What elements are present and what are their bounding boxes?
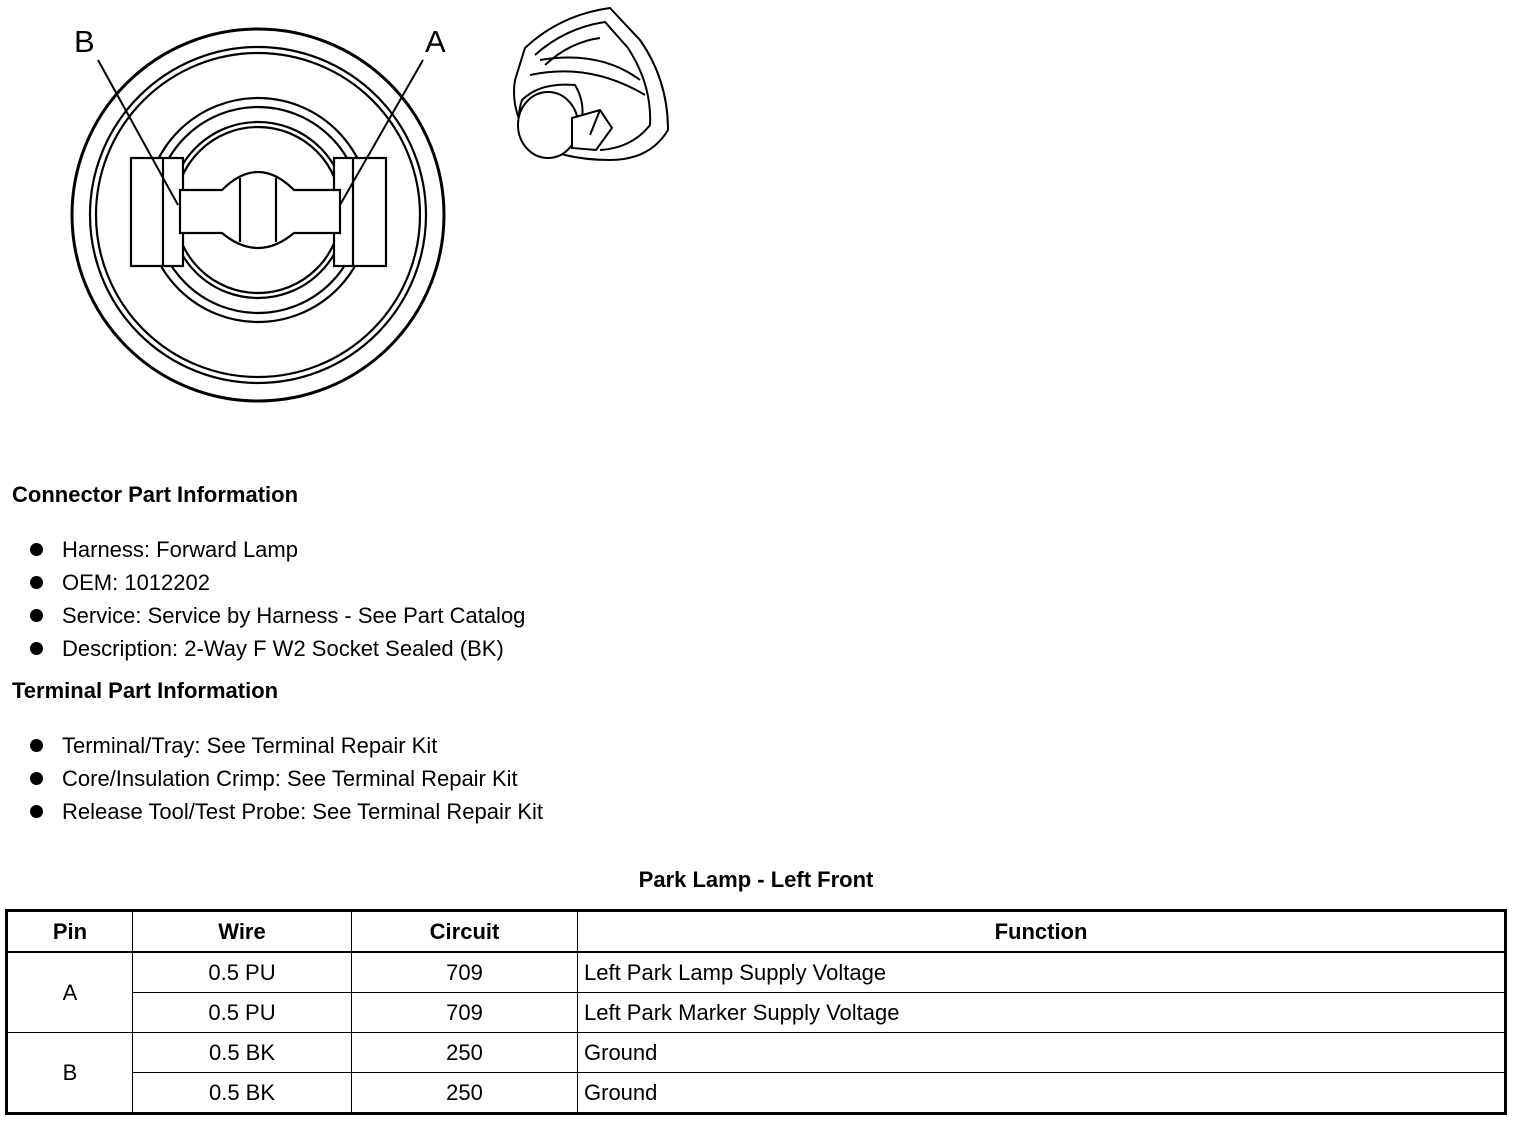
list-item: Harness: Forward Lamp xyxy=(28,533,525,566)
table-row: 0.5 PU 709 Left Park Marker Supply Volta… xyxy=(7,992,1506,1033)
pin-cell: A xyxy=(6,951,133,1033)
bullet-icon xyxy=(30,739,43,752)
function-cell: Left Park Lamp Supply Voltage xyxy=(577,951,1506,993)
wire-cell: 0.5 BK xyxy=(132,1032,352,1073)
column-header-wire: Wire xyxy=(132,910,352,953)
socket-illustration xyxy=(513,6,670,162)
bullet-icon xyxy=(30,805,43,818)
table-row: A 0.5 PU 709 Left Park Lamp Supply Volta… xyxy=(6,951,1506,1033)
column-header-pin: Pin xyxy=(6,910,133,953)
circuit-cell: 250 xyxy=(351,1072,578,1114)
table-header-row: Pin Wire Circuit Function xyxy=(6,910,1506,953)
wire-cell: 0.5 PU xyxy=(132,992,352,1033)
table-row: 0.5 BK 250 Ground xyxy=(7,1072,1506,1114)
bullet-icon xyxy=(30,642,43,655)
wire-cell: 0.5 PU xyxy=(132,951,352,993)
list-item: Service: Service by Harness - See Part C… xyxy=(28,599,525,632)
column-header-function: Function xyxy=(577,910,1506,953)
bullet-icon xyxy=(30,543,43,556)
list-item: Release Tool/Test Probe: See Terminal Re… xyxy=(28,795,543,828)
bullet-icon xyxy=(30,772,43,785)
function-cell: Left Park Marker Supply Voltage xyxy=(577,992,1506,1033)
pin-cell: B xyxy=(6,1032,133,1114)
callout-b-label: B xyxy=(74,24,95,59)
bullet-icon xyxy=(30,609,43,622)
list-item: OEM: 1012202 xyxy=(28,566,525,599)
callout-a-label: A xyxy=(425,24,446,59)
table-row: B 0.5 BK 250 Ground xyxy=(6,1032,1506,1114)
circuit-cell: 709 xyxy=(351,992,578,1033)
circuit-cell: 250 xyxy=(351,1032,578,1073)
list-item: Description: 2-Way F W2 Socket Sealed (B… xyxy=(28,632,525,665)
terminal-part-info-list: Terminal/Tray: See Terminal Repair Kit C… xyxy=(28,729,543,828)
pinout-table: Pin Wire Circuit Function A 0.5 PU 709 L… xyxy=(5,909,1507,1115)
terminal-part-info-title: Terminal Part Information xyxy=(12,678,279,703)
table-title: Park Lamp - Left Front xyxy=(638,867,874,892)
column-header-circuit: Circuit xyxy=(351,910,578,953)
circuit-cell: 709 xyxy=(351,951,578,993)
list-item: Terminal/Tray: See Terminal Repair Kit xyxy=(28,729,543,762)
wire-cell: 0.5 BK xyxy=(132,1072,352,1114)
connector-part-info-list: Harness: Forward Lamp OEM: 1012202 Servi… xyxy=(28,533,525,665)
connector-part-info-title: Connector Part Information xyxy=(12,482,299,507)
connector-diagram xyxy=(70,6,670,403)
list-item: Core/Insulation Crimp: See Terminal Repa… xyxy=(28,762,543,795)
bullet-icon xyxy=(30,576,43,589)
function-cell: Ground xyxy=(577,1032,1506,1073)
function-cell: Ground xyxy=(577,1072,1506,1114)
